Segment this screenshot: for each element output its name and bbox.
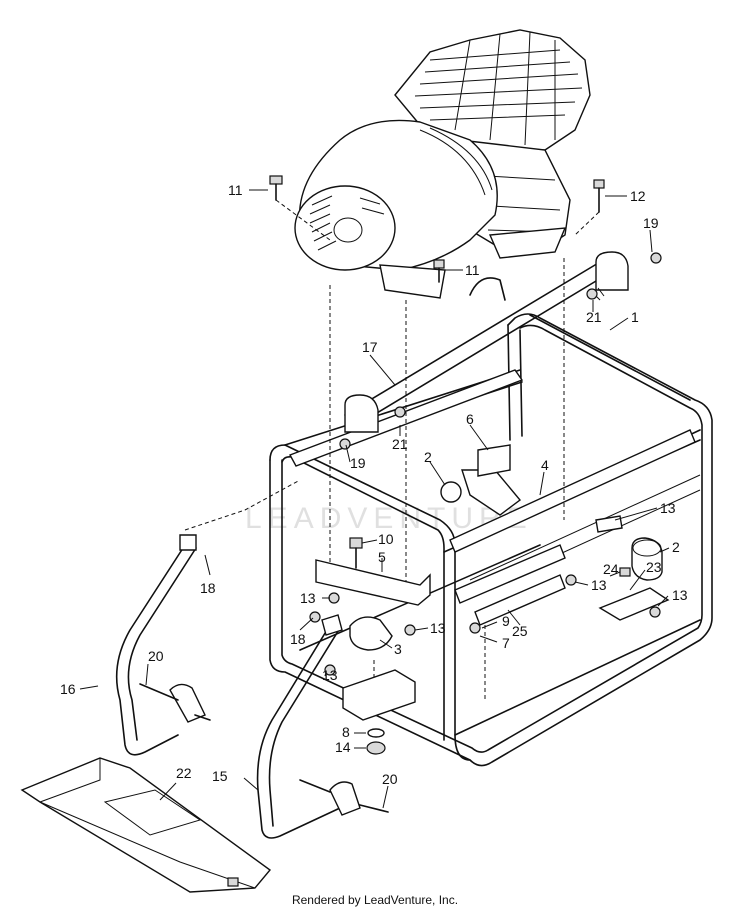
callout-13-left: 13: [300, 590, 316, 606]
callout-11-lower: 11: [465, 262, 480, 278]
bracket-lower: [342, 669, 416, 721]
callout-5: 5: [378, 549, 386, 565]
callout-16: 16: [60, 681, 76, 697]
callout-18-left: 18: [200, 580, 216, 596]
lift-bar-17: [344, 251, 629, 433]
callout-13-lower: 13: [322, 667, 338, 683]
callout-15: 15: [212, 768, 228, 784]
callout-4: 4: [541, 457, 549, 473]
leader-lines: [79, 189, 670, 809]
callout-24: 24: [603, 561, 619, 577]
washer-nut-8-14: [366, 728, 386, 755]
footer-credit: Rendered by LeadVenture, Inc.: [291, 893, 459, 907]
callout-2-left: 2: [424, 449, 432, 465]
callout-14: 14: [335, 739, 351, 755]
mount-2-right: [631, 537, 663, 581]
callout-19-left: 19: [350, 455, 366, 471]
callout-6: 6: [466, 411, 474, 427]
base-plate-22: [20, 757, 272, 893]
callout-21-left: 21: [392, 436, 408, 452]
callout-9: 9: [502, 613, 510, 629]
callout-13-center-right: 13: [591, 577, 607, 593]
bolt-11-lower: [433, 259, 445, 283]
mount-3: [349, 616, 393, 651]
callout-3: 3: [394, 641, 402, 657]
callout-8: 8: [342, 724, 350, 740]
callout-11-top: 11: [228, 182, 243, 198]
callout-13-right-top: 13: [660, 500, 676, 516]
callout-19-right: 19: [643, 215, 659, 231]
callout-17: 17: [362, 339, 378, 355]
callout-22: 22: [176, 765, 192, 781]
callout-25: 25: [512, 623, 528, 639]
alignment-lines: [275, 199, 600, 700]
callout-labels: 1 2 2 3 4 5 6 7 8 9 10 11 11 12 13 13 13…: [60, 182, 688, 787]
callout-21-right: 21: [586, 309, 602, 325]
mount-6: [477, 444, 511, 477]
callout-1: 1: [631, 309, 639, 325]
callout-20-left: 20: [148, 648, 164, 664]
callout-18-center: 18: [290, 631, 306, 647]
callout-20-right: 20: [382, 771, 398, 787]
handle-16: [115, 479, 301, 756]
callout-12: 12: [630, 188, 646, 204]
callout-7: 7: [502, 635, 510, 651]
callout-23: 23: [646, 559, 662, 575]
callout-13-mid: 13: [430, 620, 446, 636]
callout-10: 10: [378, 531, 394, 547]
engine-assembly: [294, 29, 591, 299]
bolt-11-top: [269, 175, 283, 201]
mount-bracket-5: [315, 537, 431, 606]
bolt-12: [593, 179, 605, 213]
callout-13-far-right: 13: [672, 587, 688, 603]
callout-2-right: 2: [672, 539, 680, 555]
